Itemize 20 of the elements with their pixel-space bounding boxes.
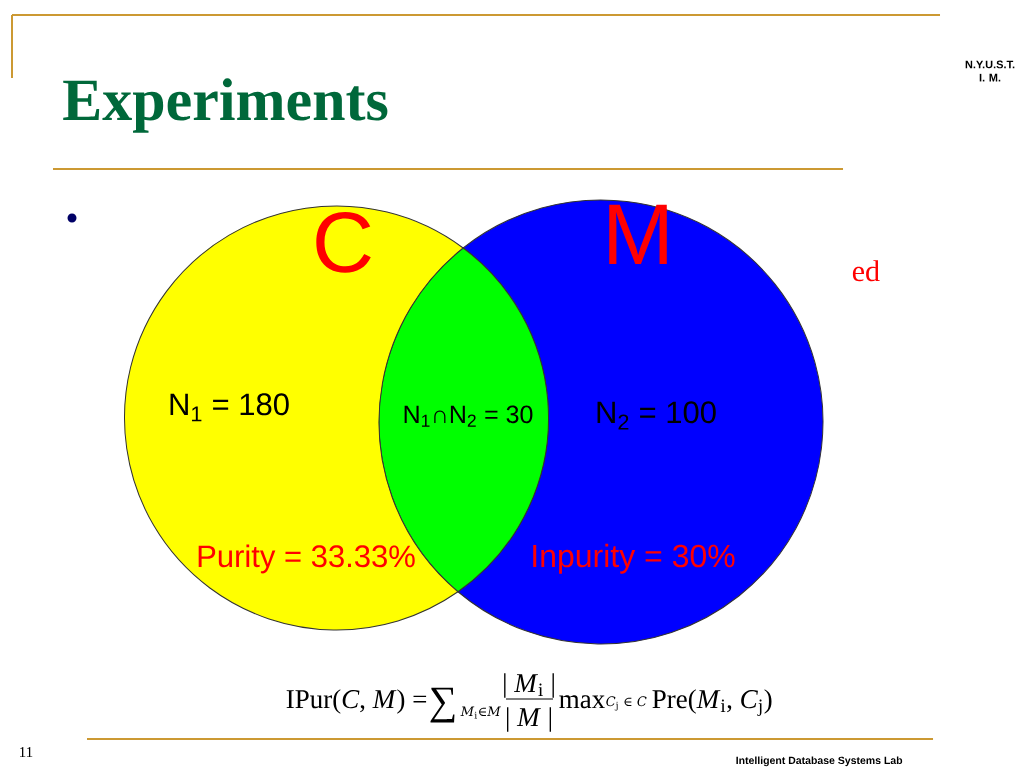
count-label: N$_{1}$∩N$_{2}$ = 30 bbox=[404, 405, 533, 427]
formula-term: | M$_{i}$ | bbox=[504, 673, 554, 698]
formula-term: Pre(M$_{i}$, C$_{j}$) bbox=[652, 689, 772, 716]
institution-label: N.Y.U.S.T. I. M. bbox=[965, 60, 1015, 82]
formula-term: IPur(C, M) = bbox=[286, 689, 427, 714]
formula-term: M$_{i}$∈M bbox=[460, 706, 501, 719]
metric-label: Inpurity = 30% bbox=[533, 543, 735, 574]
set-label: M bbox=[609, 204, 667, 264]
set-label: C bbox=[316, 211, 371, 273]
slide-title: Experiments bbox=[63, 78, 388, 133]
formula-term: max bbox=[559, 695, 605, 709]
count-label: N$_{2}$ = 100 bbox=[597, 401, 716, 430]
metric-label: Purity = 33.33% bbox=[198, 544, 415, 574]
sum-sign: ∑ bbox=[430, 687, 455, 723]
footer-text: Intelligent Database Systems Lab bbox=[736, 756, 903, 767]
count-label: N$_{1}$ = 180 bbox=[170, 393, 289, 422]
formula-term: | M | bbox=[507, 707, 551, 732]
formula-term: C$_{j}$ ∈ C bbox=[606, 696, 647, 711]
text-fragment: ed bbox=[852, 260, 880, 282]
page-number: 11 bbox=[20, 747, 33, 757]
